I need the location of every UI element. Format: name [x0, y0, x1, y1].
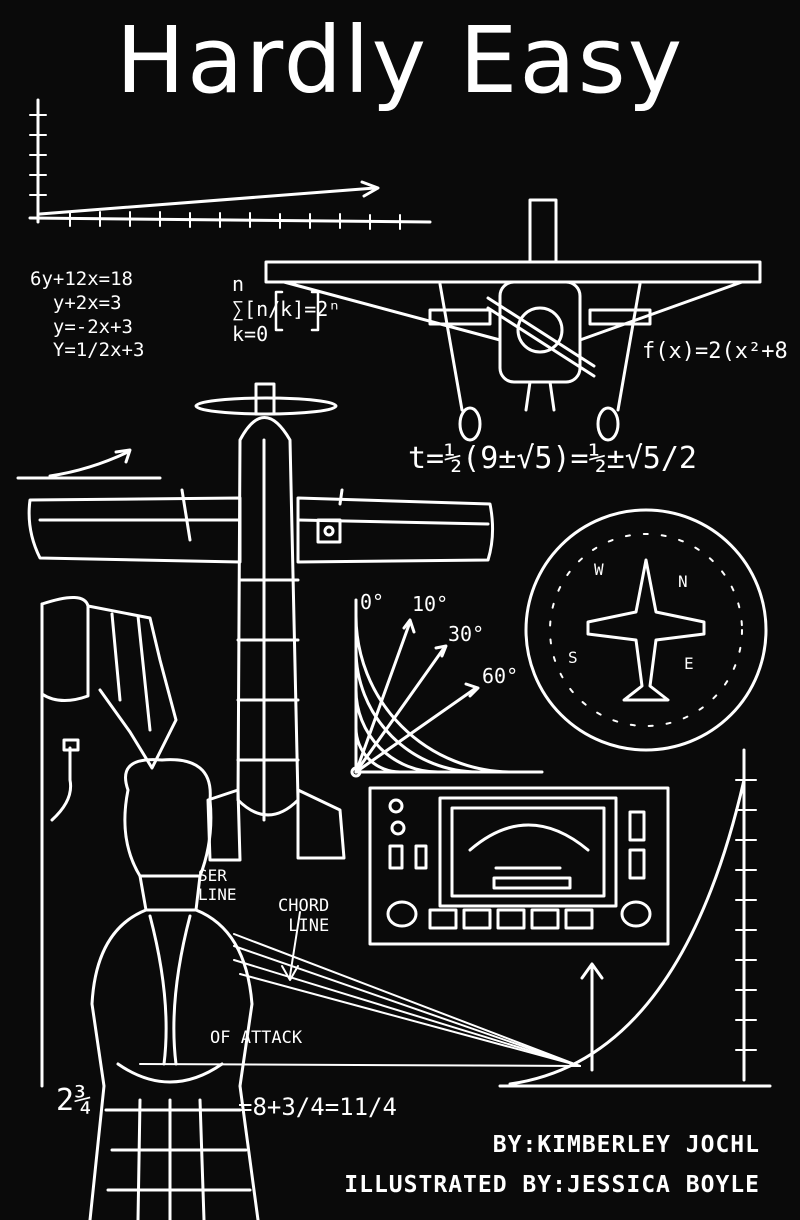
windsock	[40, 596, 178, 1088]
compass	[524, 508, 768, 752]
camber-line-label: SER LINE	[198, 866, 237, 905]
angle-of-attack-label: OF ATTACK	[210, 1028, 303, 1048]
front-view-airplane	[264, 198, 762, 442]
woman-figure	[88, 758, 260, 1220]
t-equation: t=½(9±√5)=½±√5/2	[408, 441, 697, 476]
top-view-airplane	[27, 382, 495, 862]
compass-south: S	[568, 648, 578, 667]
ramp-sketch	[16, 448, 162, 480]
angle-label-60: 60°	[482, 664, 519, 688]
angle-label-10: 10°	[412, 592, 449, 616]
fraction-result: =8+3/4=11/4	[238, 1093, 397, 1121]
book-title: Hardly Easy	[115, 7, 685, 114]
right-curve-graph	[498, 748, 772, 1088]
airfoil-lines	[139, 911, 581, 1067]
compass-north: N	[678, 572, 688, 591]
instrument-panel	[368, 786, 670, 946]
chord-line-label: CHORD LINE	[278, 896, 330, 937]
angle-label-0: 0°	[360, 590, 385, 614]
summation-formula: n ∑[n/k]=2ⁿ k=0	[232, 272, 341, 346]
illustrator-credit: ILLUSTRATED BY:JESSICA BOYLE	[344, 1172, 760, 1198]
angle-label-30: 30°	[448, 622, 485, 646]
linear-equations: 6y+12x=18 y+2x=3 y=-2x+3 Y=1/2x+3	[30, 268, 145, 362]
top-axes-graph	[28, 98, 432, 230]
function-formula: f(x)=2(x²+8	[642, 339, 788, 364]
compass-east: E	[684, 654, 694, 673]
author-credit: BY:KIMBERLEY JOCHL	[492, 1132, 760, 1158]
angle-quadrant	[350, 598, 544, 778]
mixed-fraction: 2¾	[56, 1083, 93, 1118]
sum-brackets	[274, 290, 320, 332]
compass-west: W	[594, 560, 604, 579]
